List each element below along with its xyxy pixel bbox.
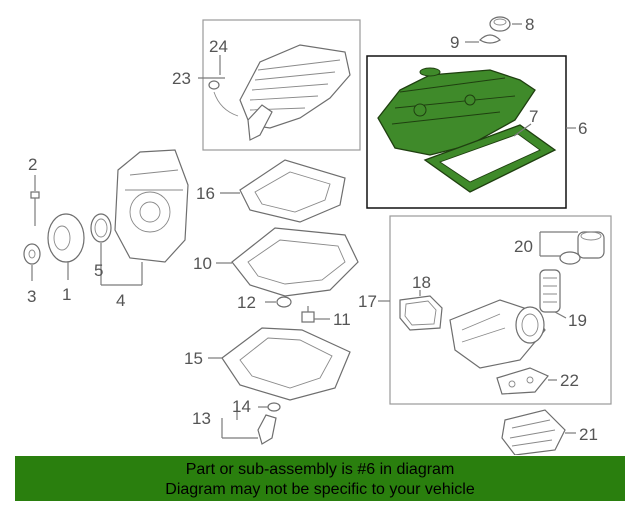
callout-20: 20: [514, 237, 533, 256]
timing-cover-part: [114, 149, 189, 263]
filter-cap-oring-part: [559, 251, 581, 265]
callout-10: 10: [193, 254, 212, 273]
callout-11: 11: [333, 310, 351, 329]
parts-diagram: 1 2 3 4 5 6 7 8 9 10 11 12 13 14 15 16 1…: [23, 15, 612, 455]
oil-filter-housing-part: [449, 299, 546, 369]
oil-filter-element-part: [539, 269, 561, 313]
callout-24: 24: [209, 37, 228, 56]
callout-1: 1: [62, 285, 71, 304]
oil-filter-cap-part: [577, 231, 605, 259]
callout-23: 23: [172, 69, 191, 88]
callout-3: 3: [27, 287, 36, 306]
footer-line-1: Part or sub-assembly is #6 in diagram: [185, 461, 455, 478]
oil-pan-part: [231, 227, 359, 297]
oil-level-sensor-part: [257, 402, 281, 445]
valve-cover-gasket-part: [423, 124, 557, 193]
footer-line-2: Diagram may not be specific to your vehi…: [165, 481, 475, 498]
oil-filter-housing-box: [389, 215, 612, 405]
housing-gasket-part: [399, 295, 443, 331]
valve-cover-box: [366, 55, 567, 209]
oil-filler-cap-part: [479, 16, 511, 44]
oil-cooler-part: [501, 409, 566, 455]
seal-part: [90, 213, 112, 243]
callout-6: 6: [578, 119, 587, 138]
bolt-part: [30, 191, 40, 226]
callout-16: 16: [196, 184, 215, 203]
intake-manifold-part: [208, 44, 351, 141]
callout-21: 21: [579, 425, 598, 444]
callout-9: 9: [450, 33, 459, 52]
oil-pan-baffle-part: [239, 159, 346, 223]
callout-18: 18: [412, 273, 431, 292]
callout-4: 4: [116, 291, 125, 310]
callout-22: 22: [560, 371, 579, 390]
cooler-gasket-part: [496, 367, 549, 395]
drain-washer-part: [276, 296, 292, 308]
footer-banner: Part or sub-assembly is #6 in diagram Di…: [15, 456, 625, 501]
pulley-part: [47, 213, 85, 263]
callout-7: 7: [529, 107, 538, 126]
lower-oil-pan-part: [221, 327, 351, 401]
callout-15: 15: [184, 349, 203, 368]
drain-plug-part: [301, 306, 315, 323]
callout-17: 17: [358, 292, 377, 311]
washer-part: [23, 243, 41, 265]
callout-13: 13: [192, 409, 211, 428]
valve-cover-part: [377, 67, 536, 156]
callout-8: 8: [525, 15, 534, 34]
callout-5: 5: [94, 261, 103, 280]
callout-14: 14: [232, 397, 251, 416]
callout-19: 19: [568, 311, 587, 330]
callout-2: 2: [28, 155, 37, 174]
intake-manifold-box: [202, 19, 361, 151]
callout-12: 12: [237, 293, 256, 312]
